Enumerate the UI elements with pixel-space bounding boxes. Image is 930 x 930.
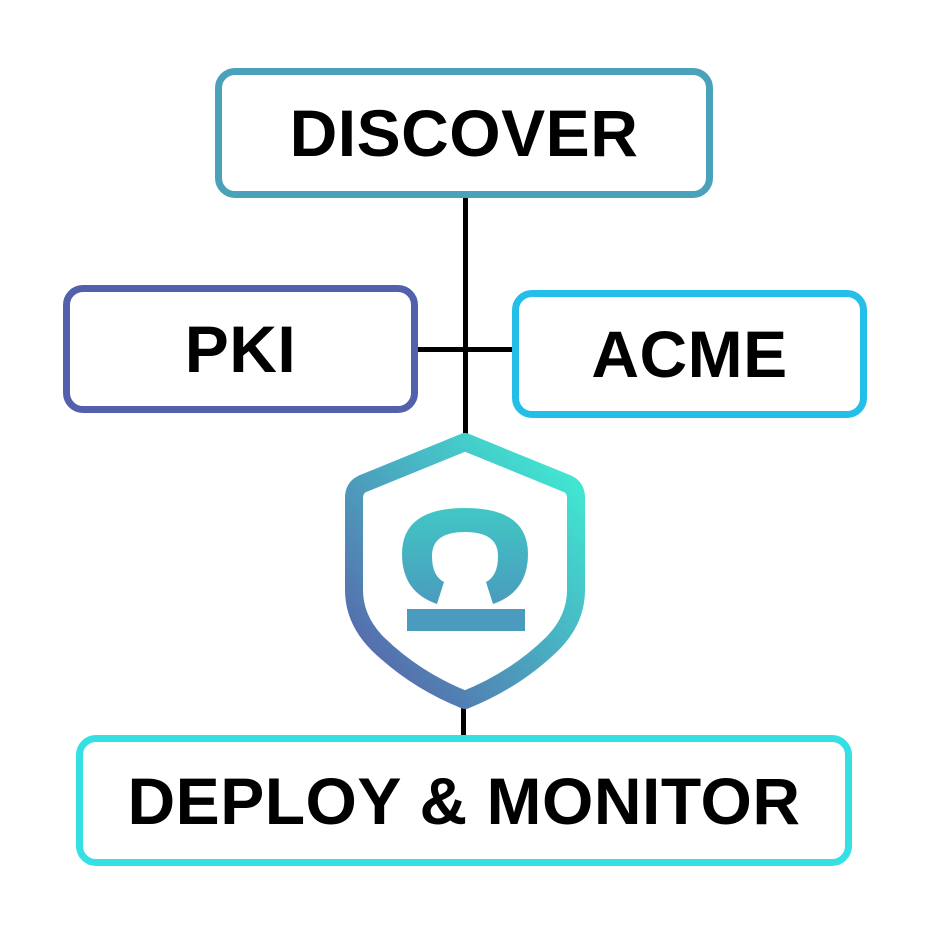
connector-discover-to-logo [463, 198, 468, 438]
acme-node: ACME [512, 290, 867, 418]
keyhole-base-bar [407, 609, 525, 631]
deploy-monitor-node: DEPLOY & MONITOR [76, 735, 852, 866]
keyhole-arch [402, 508, 528, 604]
pki-label: PKI [184, 312, 297, 386]
deploy-monitor-label: DEPLOY & MONITOR [127, 763, 801, 838]
acme-label: ACME [591, 317, 788, 391]
shield-keyhole-icon [345, 433, 585, 709]
connector-logo-to-deploy [461, 700, 466, 738]
connector-pki-to-acme [418, 347, 514, 352]
discover-label: DISCOVER [289, 96, 639, 170]
discover-node: DISCOVER [215, 68, 713, 198]
shield-outline [345, 433, 585, 709]
pki-node: PKI [63, 285, 418, 413]
